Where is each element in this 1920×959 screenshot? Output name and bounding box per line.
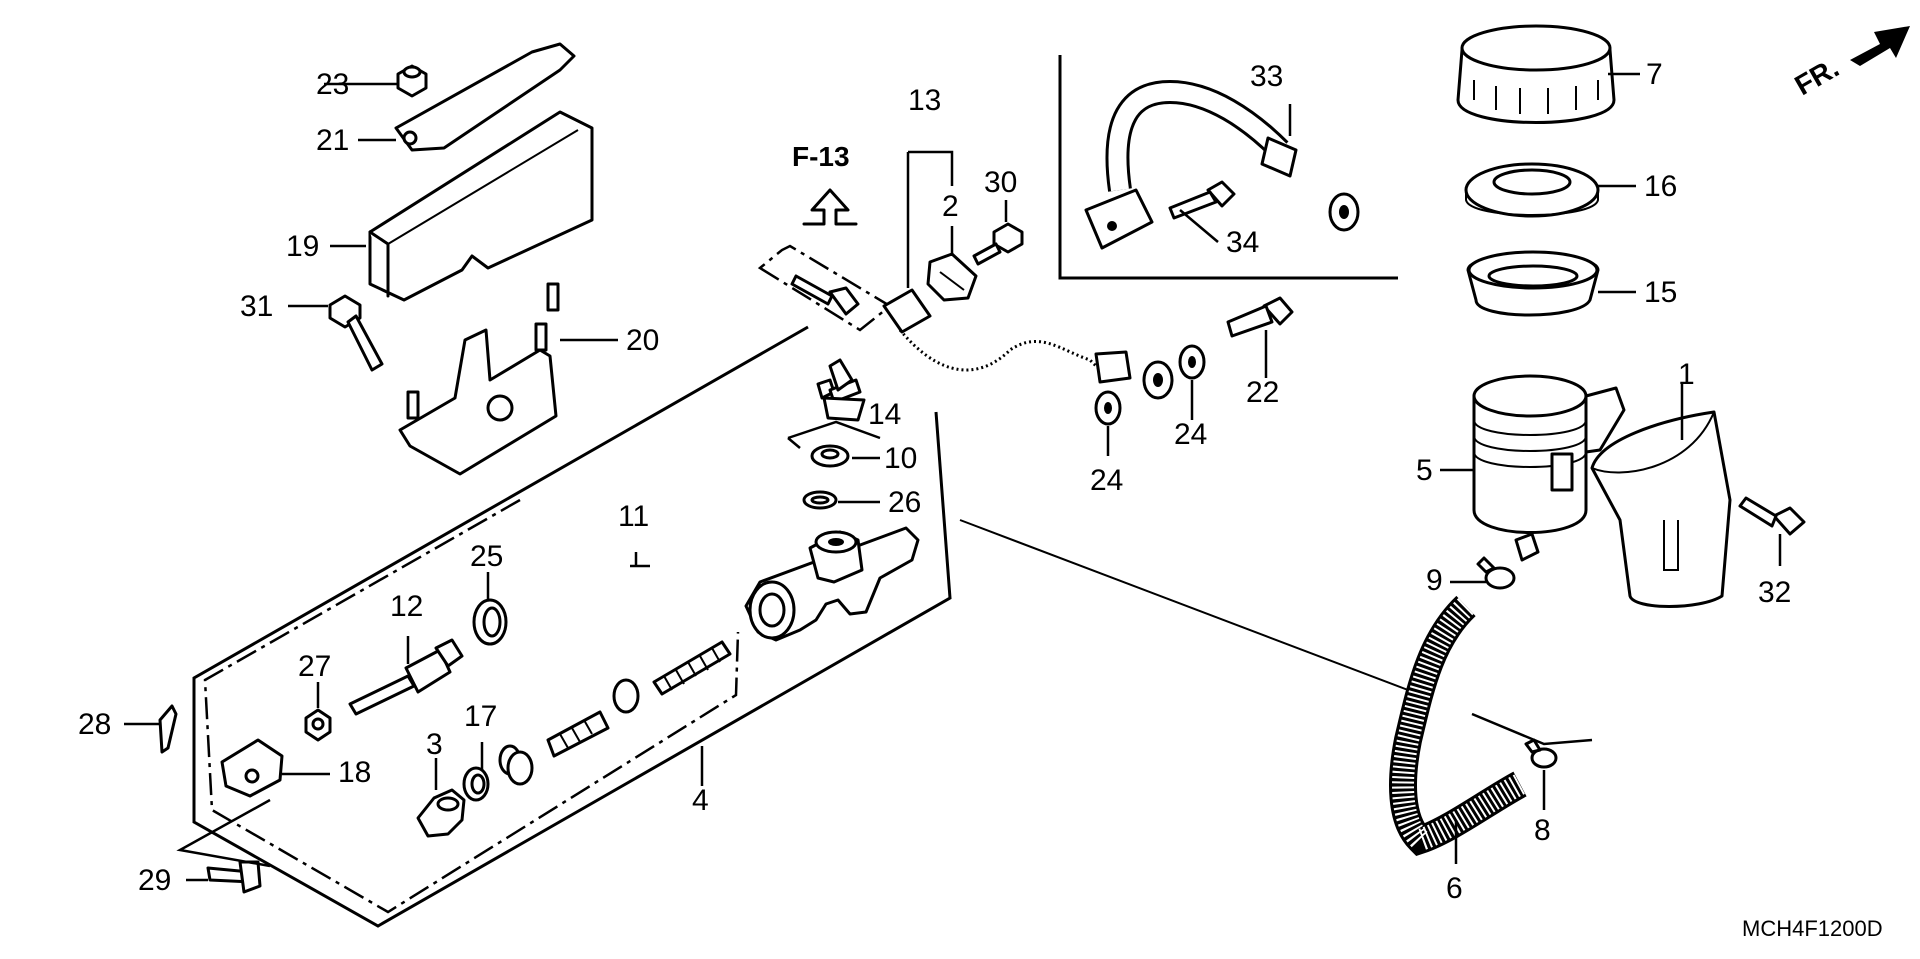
part-8-clamp xyxy=(1524,738,1558,769)
callout-22: 22 xyxy=(1246,376,1279,409)
part-17-ring xyxy=(462,766,490,802)
callout-14: 14 xyxy=(868,398,901,431)
callout-30: 30 xyxy=(984,166,1017,199)
callout-32: 32 xyxy=(1758,576,1791,609)
part-23-nut xyxy=(396,64,428,98)
callout-10: 10 xyxy=(884,442,917,475)
part-31-bolt xyxy=(328,294,384,372)
callout-23: 23 xyxy=(316,68,349,101)
part-5-reservoir xyxy=(1472,374,1626,562)
part-18-joint xyxy=(220,738,284,798)
callout-13: 13 xyxy=(908,84,941,117)
part-7-reservoir-cap xyxy=(1456,24,1616,124)
callout-29: 29 xyxy=(138,864,171,897)
callout-8: 8 xyxy=(1534,814,1551,847)
part-10-seal xyxy=(810,444,850,468)
callout-18: 18 xyxy=(338,756,371,789)
part-28-cotter-pin xyxy=(158,704,178,754)
part-32-bolt xyxy=(1738,496,1806,536)
assembly-outlines xyxy=(192,55,1409,928)
front-arrow-icon xyxy=(1850,26,1910,66)
part-26-oring xyxy=(802,490,838,510)
callout-31: 31 xyxy=(240,290,273,323)
callout-17: 17 xyxy=(464,700,497,733)
callout-12: 12 xyxy=(390,590,423,623)
part-14-joint xyxy=(816,358,866,422)
part-boxed-bolt xyxy=(790,274,860,316)
leader-lines xyxy=(124,72,1782,882)
part-22-bolt xyxy=(1226,296,1294,338)
callout-labels: 1 2 3 4 5 6 7 8 9 10 11 12 13 14 15 16 1… xyxy=(78,58,1791,905)
callout-19: 19 xyxy=(286,230,319,263)
callout-16: 16 xyxy=(1644,170,1677,203)
part-20-bracket xyxy=(398,282,560,476)
front-direction-indicator: FR. xyxy=(1790,26,1910,101)
callout-21: 21 xyxy=(316,124,349,157)
callout-2: 2 xyxy=(942,190,959,223)
callout-26: 26 xyxy=(888,486,921,519)
callout-24b: 24 xyxy=(1090,464,1123,497)
part-34-bolt xyxy=(1168,180,1236,220)
part-33-brake-hose xyxy=(1084,79,1360,250)
part-spring xyxy=(652,640,732,696)
part-21-stay xyxy=(394,42,576,152)
callout-4: 4 xyxy=(692,784,709,817)
part-27-nut xyxy=(304,708,332,742)
callout-33: 33 xyxy=(1250,60,1283,93)
callout-15: 15 xyxy=(1644,276,1677,309)
part-12-push-rod xyxy=(348,638,464,716)
part-15-diaphragm xyxy=(1466,250,1600,317)
callout-24a: 24 xyxy=(1174,418,1207,451)
callout-11: 11 xyxy=(618,500,649,533)
part-13-brake-hose xyxy=(882,288,1174,400)
part-24-washer-a xyxy=(1178,344,1206,380)
callout-7: 7 xyxy=(1646,58,1663,91)
callout-1: 1 xyxy=(1678,358,1695,391)
direction-label: FR. xyxy=(1790,52,1845,101)
part-9-clamp xyxy=(1476,556,1516,590)
part-kit-washers xyxy=(498,678,640,786)
callout-5: 5 xyxy=(1416,454,1433,487)
part-29-joint-pin xyxy=(206,860,262,894)
callout-28: 28 xyxy=(78,708,111,741)
callout-20: 20 xyxy=(626,324,659,357)
part-30-bolt xyxy=(972,222,1024,266)
part-master-cylinder-body xyxy=(744,526,920,642)
part-19-cover xyxy=(368,110,594,302)
callout-25: 25 xyxy=(470,540,503,573)
reference-label: F-13 xyxy=(792,141,850,172)
part-25-circlip xyxy=(472,598,508,646)
callout-34: 34 xyxy=(1226,226,1259,259)
part-1-reservoir-cover xyxy=(1590,410,1732,608)
part-6-reservoir-hose xyxy=(1389,595,1527,857)
callout-3: 3 xyxy=(426,728,443,761)
part-2-clip xyxy=(926,252,978,302)
reference-arrow: F-13 xyxy=(792,141,858,226)
part-16-plate xyxy=(1464,162,1600,218)
callout-27: 27 xyxy=(298,650,331,683)
callout-9: 9 xyxy=(1426,564,1443,597)
part-3-boot xyxy=(416,788,466,838)
part-24-washer-b xyxy=(1094,390,1122,426)
callout-6: 6 xyxy=(1446,872,1463,905)
part-piston xyxy=(546,710,610,758)
diagram-code: MCH4F1200D xyxy=(1742,916,1883,941)
